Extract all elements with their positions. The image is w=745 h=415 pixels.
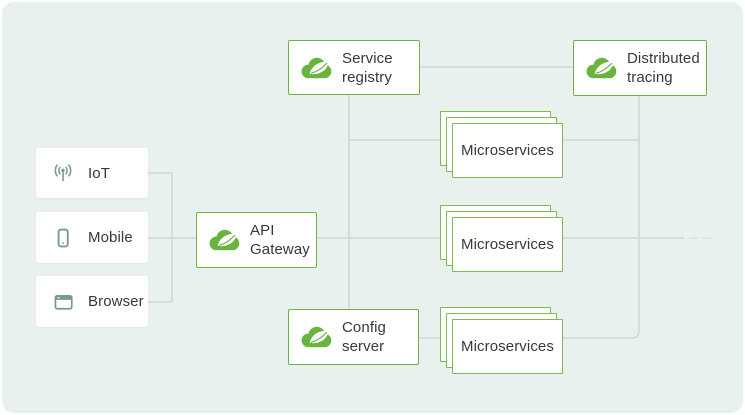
- microservices-stack-2: Microservices: [440, 205, 563, 272]
- microservices-label: Microservices: [461, 236, 554, 253]
- config-server-label: Config server: [342, 319, 386, 355]
- microservices-node: Microservices: [452, 319, 563, 374]
- spring-cloud-logo-icon: [207, 227, 241, 253]
- mobile-phone-icon: [51, 226, 75, 250]
- microservices-node: Microservices: [452, 123, 563, 178]
- browser-window-icon: [51, 290, 75, 314]
- spring-cloud-logo-icon: [584, 55, 618, 81]
- microservices-label: Microservices: [461, 338, 554, 355]
- iot-antenna-icon: [51, 161, 75, 185]
- client-iot-node: IoT: [36, 148, 148, 198]
- service-registry-label: Service registry: [342, 49, 393, 86]
- config-server-node: Config server: [288, 309, 419, 365]
- client-mobile-label: Mobile: [88, 229, 133, 246]
- client-browser-label: Browser: [88, 293, 144, 310]
- api-gateway-node: API Gateway: [196, 212, 317, 268]
- distributed-tracing-label: Distributed tracing: [627, 50, 700, 86]
- service-registry-node: Service registry: [288, 40, 420, 95]
- spring-cloud-logo-icon: [299, 55, 333, 81]
- spring-cloud-logo-icon: [299, 324, 333, 350]
- microservices-stack-3: Microservices: [440, 307, 563, 374]
- client-browser-node: Browser: [36, 276, 148, 327]
- client-iot-label: IoT: [88, 164, 110, 182]
- client-mobile-node: Mobile: [36, 212, 148, 263]
- api-gateway-label: API Gateway: [250, 222, 310, 258]
- microservices-stack-1: Microservices: [440, 111, 563, 178]
- microservices-label: Microservices: [461, 142, 554, 159]
- microservices-node: Microservices: [452, 217, 563, 272]
- distributed-tracing-node: Distributed tracing: [573, 40, 707, 96]
